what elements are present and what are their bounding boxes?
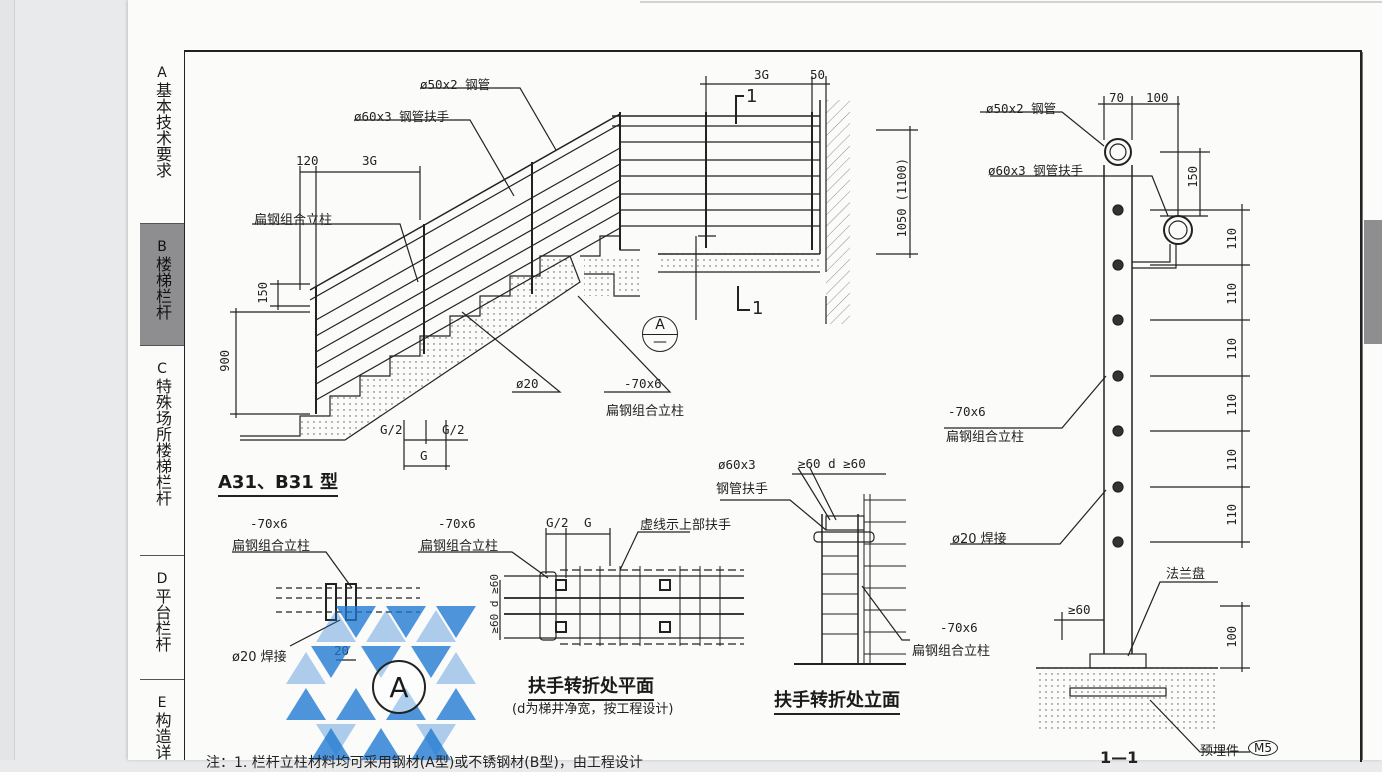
rod-label: ø20: [516, 376, 539, 391]
sidebar-item-e[interactable]: E 构造详: [140, 680, 184, 760]
sidebar-item-label: 楼梯栏杆: [153, 256, 172, 320]
section-handrail-label: ø60x3 钢管扶手: [988, 163, 1084, 178]
pipe-label: ø50x2 钢管: [420, 77, 491, 92]
section-weld-label: ø20 焊接: [952, 532, 1007, 547]
spacing-3: 110: [1225, 338, 1239, 360]
elev-dims: ≥60 d ≥60: [798, 456, 866, 471]
chapter-sidebar: A 基本技术要求 B 楼梯栏杆 C 特殊场所楼梯栏杆 D 平台栏杆 E 构造详: [140, 50, 185, 760]
sidebar-item-label: 特殊场所楼梯栏杆: [153, 378, 172, 506]
flat-steel-label-2: 扁钢组合立柱: [606, 404, 685, 419]
right-strip: [1362, 52, 1382, 760]
plan-g: G: [584, 515, 592, 530]
elev-flat-size: -70x6: [940, 620, 978, 635]
embed-label: 预埋件: [1200, 744, 1240, 759]
section-flat-size: -70x6: [948, 404, 986, 419]
document-page: [128, 0, 1382, 760]
sidebar-item-letter: E: [157, 695, 167, 711]
sidebar-item-letter: D: [156, 571, 168, 587]
plan-dim-left: ≥60 d ≥60: [488, 574, 501, 634]
drawing-frame: [184, 50, 1362, 762]
sidebar-item-c[interactable]: C 特殊场所楼梯栏杆: [140, 346, 184, 556]
elev-handrail-size: ø60x3: [718, 457, 756, 472]
flat-size: -70x6: [624, 376, 662, 391]
section-dim-ge60: ≥60: [1068, 602, 1091, 617]
section-mark-bottom: 1: [752, 298, 764, 319]
section-mark-top: 1: [746, 86, 758, 107]
plan-flat-size: -70x6: [438, 516, 476, 531]
spacing-5: 110: [1225, 449, 1239, 471]
section-dim-150: 150: [1186, 166, 1200, 188]
dim-3g: 3G: [362, 153, 378, 168]
elev-flat-label: 扁钢组合立柱: [912, 644, 991, 659]
right-active-tab: [1364, 220, 1382, 344]
dim-150: 150: [256, 282, 270, 304]
g-half-2: G/2: [442, 422, 465, 437]
plan-title: 扶手转折处平面: [528, 672, 654, 701]
dim-120: 120: [296, 153, 319, 168]
embed-code: M5: [1248, 740, 1278, 756]
sidebar-item-label: 平台栏杆: [152, 588, 172, 652]
type-title: A31、B31 型: [218, 468, 339, 497]
sidebar-item-a[interactable]: A 基本技术要求: [140, 50, 184, 224]
plan-subtitle: (d为梯井净宽，按工程设计): [512, 702, 674, 717]
section-flat-label: 扁钢组合立柱: [946, 430, 1025, 445]
detail-a-marker[interactable]: A —: [642, 316, 678, 352]
elev-title: 扶手转折处立面: [774, 686, 900, 715]
sidebar-item-letter: A: [157, 65, 167, 81]
detail-a-circle: A: [372, 660, 426, 714]
sidebar-item-letter: C: [157, 361, 167, 377]
spacing-2: 110: [1225, 283, 1239, 305]
elev-handrail-label: 钢管扶手: [716, 482, 769, 497]
detail-flat-size: -70x6: [250, 516, 288, 531]
footnote: 注：1. 栏杆立柱材料均可采用钢材(A型)或不锈钢材(B型)，由工程设计: [206, 755, 643, 771]
sidebar-item-b[interactable]: B 楼梯栏杆: [140, 224, 184, 346]
detail-a-letter: A: [643, 317, 677, 335]
height-dim: 1050 (1100): [895, 158, 909, 238]
sidebar-item-label: 基本技术要求: [153, 82, 172, 178]
g-half-1: G/2: [380, 422, 403, 437]
plan-dashed-note: 虚线示上部扶手: [640, 518, 732, 533]
spacing-6: 110: [1225, 504, 1239, 526]
sidebar-item-label: 构造详: [152, 712, 172, 760]
plan-flat-label: 扁钢组合立柱: [420, 539, 499, 554]
detail-weld-label: ø20 焊接: [232, 650, 287, 665]
dim-900: 900: [218, 350, 232, 372]
plan-g-half: G/2: [546, 515, 569, 530]
section-dim-100b: 100: [1225, 626, 1239, 648]
side-dim-3g: 3G: [754, 67, 770, 82]
section-title: 1—1: [1100, 748, 1139, 767]
detail-flat-label: 扁钢组合立柱: [232, 539, 311, 554]
flat-steel-label: 扁钢组合立柱: [254, 213, 333, 228]
sidebar-item-d[interactable]: D 平台栏杆: [140, 556, 184, 680]
section-pipe-label: ø50x2 钢管: [986, 101, 1057, 116]
g-dim: G: [420, 448, 428, 463]
side-dim-50: 50: [810, 67, 826, 82]
handrail-label: ø60x3 钢管扶手: [354, 109, 450, 124]
left-gutter: [0, 0, 15, 760]
section-dim-70: 70: [1109, 90, 1125, 105]
spacing-4: 110: [1225, 394, 1239, 416]
flange-label: 法兰盘: [1166, 567, 1206, 582]
sidebar-item-letter: B: [157, 239, 167, 255]
section-dim-100: 100: [1146, 90, 1169, 105]
watermark-logo: [286, 606, 476, 760]
spacing-1: 110: [1225, 228, 1239, 250]
